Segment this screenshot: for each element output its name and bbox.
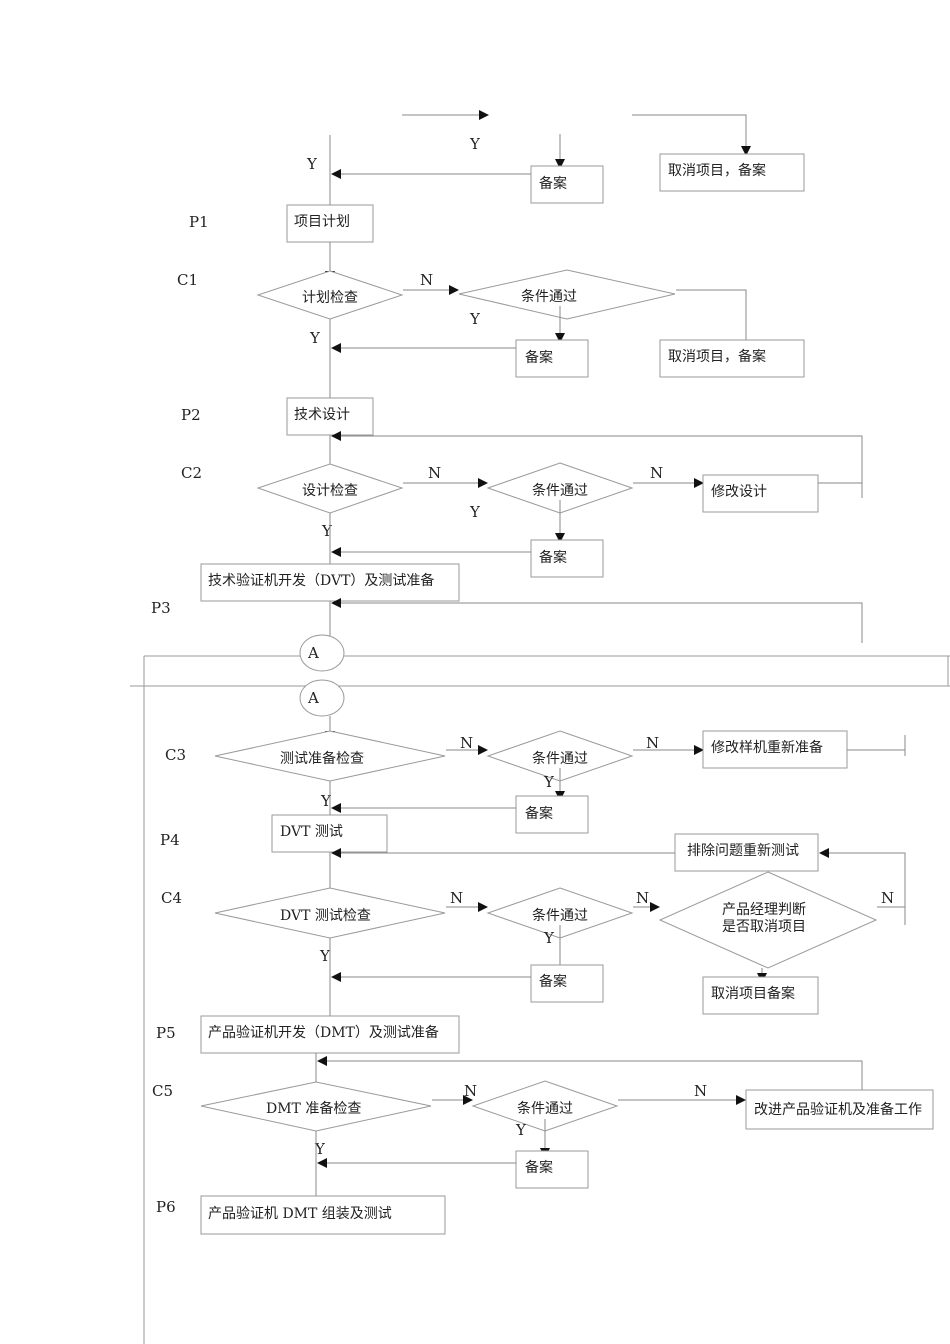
no-label: N [650,464,663,482]
project-plan-box [286,204,374,243]
yes-label: Y [469,503,481,521]
retest-box [674,833,819,872]
no-label: N [636,889,649,907]
top-cancel-connector [632,114,751,156]
modify-design-box [702,474,819,513]
stage-label-c2: C2 [181,464,202,482]
conditional-pass-diamond [458,269,676,320]
no-label: N [420,271,433,289]
dvt-development-box-label: 技术验证机开发（DVT）及测试准备 [208,572,434,589]
no-label: N [450,889,463,907]
cancel-archive-box [702,976,819,1015]
dmt-test-box-label: 产品验证机 DMT 组装及测试 [208,1206,392,1222]
page-connector-a [299,679,345,717]
stage-label-p4: P4 [160,831,180,849]
modify-prototype-box-label: 修改样机重新准备 [711,739,823,756]
dmt-loop-arrow [317,1056,863,1092]
archive-box-label: 备案 [525,1159,553,1176]
stage-label-c4: C4 [161,889,182,907]
test-prep-check-label: 测试准备检查 [280,750,364,767]
dmt-test-box [200,1195,446,1235]
yes-label: Y [469,135,481,153]
archive-box [530,165,604,204]
archive-box-label: 备案 [539,175,567,192]
archive-box [515,795,589,834]
improve-dmt-box [745,1089,934,1130]
improve-dmt-box-label: 改进产品验证机及准备工作 [754,1101,922,1118]
stage-label-p6: P6 [156,1198,176,1216]
yes-label: Y [314,1140,326,1158]
prototype-loop-arrow [331,598,863,643]
no-label: N [646,734,659,752]
modify-design-box-label: 修改设计 [711,484,767,500]
archive-box-label: 备案 [539,549,567,566]
yes-label: Y [320,792,332,810]
stage-label-p1: P1 [189,213,209,231]
archive-box [530,539,604,578]
archive-box [515,1150,589,1189]
archive-box-label: 备案 [539,973,567,990]
conditional-pass-label: 条件通过 [532,907,588,924]
conditional-pass-label: 条件通过 [532,482,588,499]
dmt-development-box-label: 产品验证机开发（DMT）及测试准备 [208,1024,439,1041]
yes-label: Y [319,947,331,965]
no-label: N [464,1082,477,1100]
stage-label-p5: P5 [156,1024,176,1042]
cancel-project-box [659,153,805,192]
no-label: N [694,1082,707,1100]
cancel-project-box-label: 取消项目，备案 [668,348,766,365]
yes-label: Y [321,522,333,540]
modify-prototype-box [702,730,848,769]
cancel-connector [676,289,751,351]
redesign-loop-arrow [331,431,863,498]
page-connector-a-label: A [307,689,319,707]
project-plan-box-label: 项目计划 [294,214,350,230]
plan-check-label: 计划检查 [302,290,358,306]
pm-decision-label-1: 产品经理判断 [722,902,806,918]
stage-label-c3: C3 [165,746,186,764]
yes-label: Y [543,929,555,947]
dvt-check-label: DVT 测试检查 [280,908,371,924]
no-label: N [881,889,894,907]
cancel-project-box [659,339,805,378]
pm-decision-diamond [658,871,878,969]
dvt-test-box [271,814,388,853]
conditional-pass-label: 条件通过 [521,288,577,305]
retest-box-label: 排除问题重新测试 [687,843,799,859]
yes-label: Y [543,773,555,791]
pm-decision-label-2: 是否取消项目 [722,919,806,935]
archive-box [530,964,604,1003]
stage-label-c5: C5 [152,1082,173,1100]
yes-label: Y [309,329,321,347]
yes-label: Y [469,310,481,328]
stage-label-p2: P2 [181,406,201,424]
design-check-label: 设计检查 [302,483,358,499]
no-label: N [460,734,473,752]
cancel-project-box-label: 取消项目，备案 [668,162,766,179]
cancel-archive-box-label: 取消项目备案 [711,985,795,1002]
page-connector-a [299,634,345,672]
dvt-test-box-label: DVT 测试 [280,824,343,840]
stage-label-p3: P3 [151,599,171,617]
archive-box [515,339,589,378]
yes-label: Y [515,1121,527,1139]
conditional-pass-label: 条件通过 [532,750,588,767]
retest-loop-arrow [819,848,906,925]
dmt-check-label: DMT 准备检查 [266,1100,361,1117]
yes-label: Y [306,155,318,173]
stage-label-c1: C1 [177,271,198,289]
archive-box-label: 备案 [525,805,553,822]
page-connector-a-label: A [307,644,319,662]
no-label: N [428,464,441,482]
conditional-pass-label: 条件通过 [517,1100,573,1117]
tech-design-box-label: 技术设计 [294,407,350,423]
dmt-development-box [200,1015,460,1054]
archive-box-label: 备案 [525,349,553,366]
